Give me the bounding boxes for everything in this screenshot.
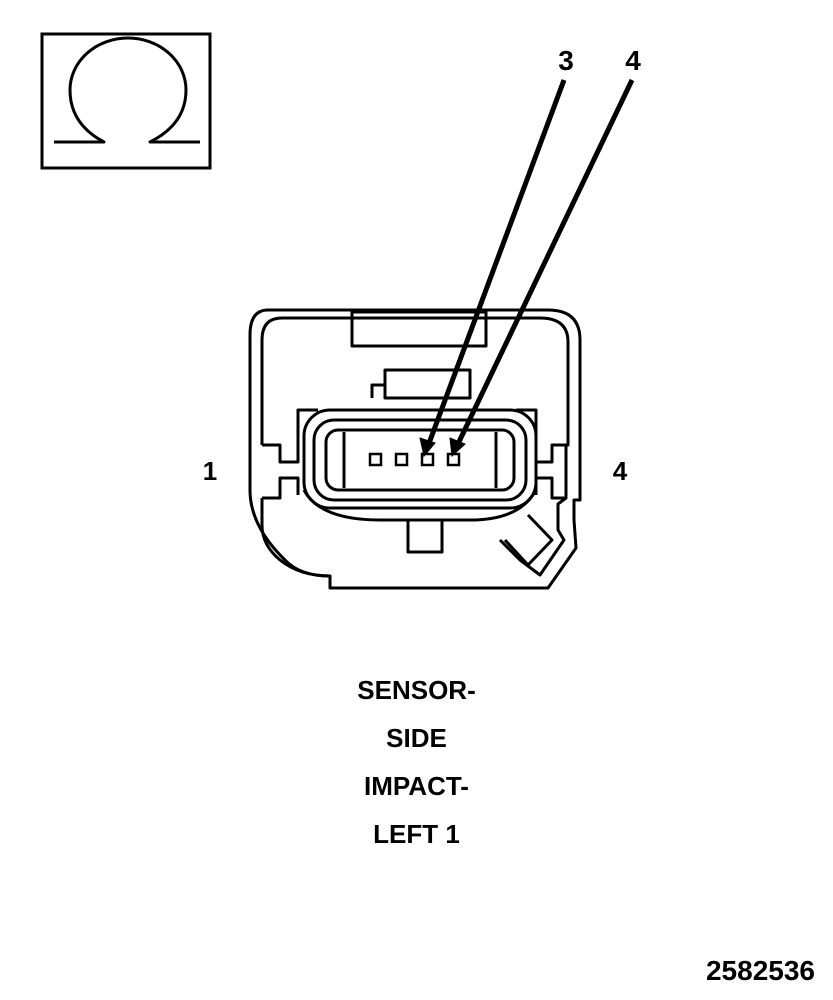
connector-housing [248,308,582,590]
callout-line-4 [454,78,635,448]
callout-lines [419,78,635,458]
terminal-pins [368,452,461,467]
ohm-omega-icon [54,36,200,144]
caption-line-2: SIDE [386,723,447,753]
terminal-pin-1 [368,452,383,467]
callout-label-3: 3 [558,45,574,76]
caption-line-4: LEFT 1 [373,819,460,849]
figure-id: 2582536 [705,955,815,986]
terminal-pin-4 [446,452,461,467]
terminal-pin-2 [394,452,409,467]
ohm-symbol-box [40,32,212,170]
terminal-pin-3 [420,452,435,467]
pin-label-right: 4 [613,456,628,486]
callout-label-4: 4 [625,45,641,76]
callout-line-3 [425,79,567,447]
caption-line-3: IMPACT- [364,771,469,801]
pin-label-left: 1 [203,456,217,486]
caption-line-1: SENSOR- [357,675,476,705]
